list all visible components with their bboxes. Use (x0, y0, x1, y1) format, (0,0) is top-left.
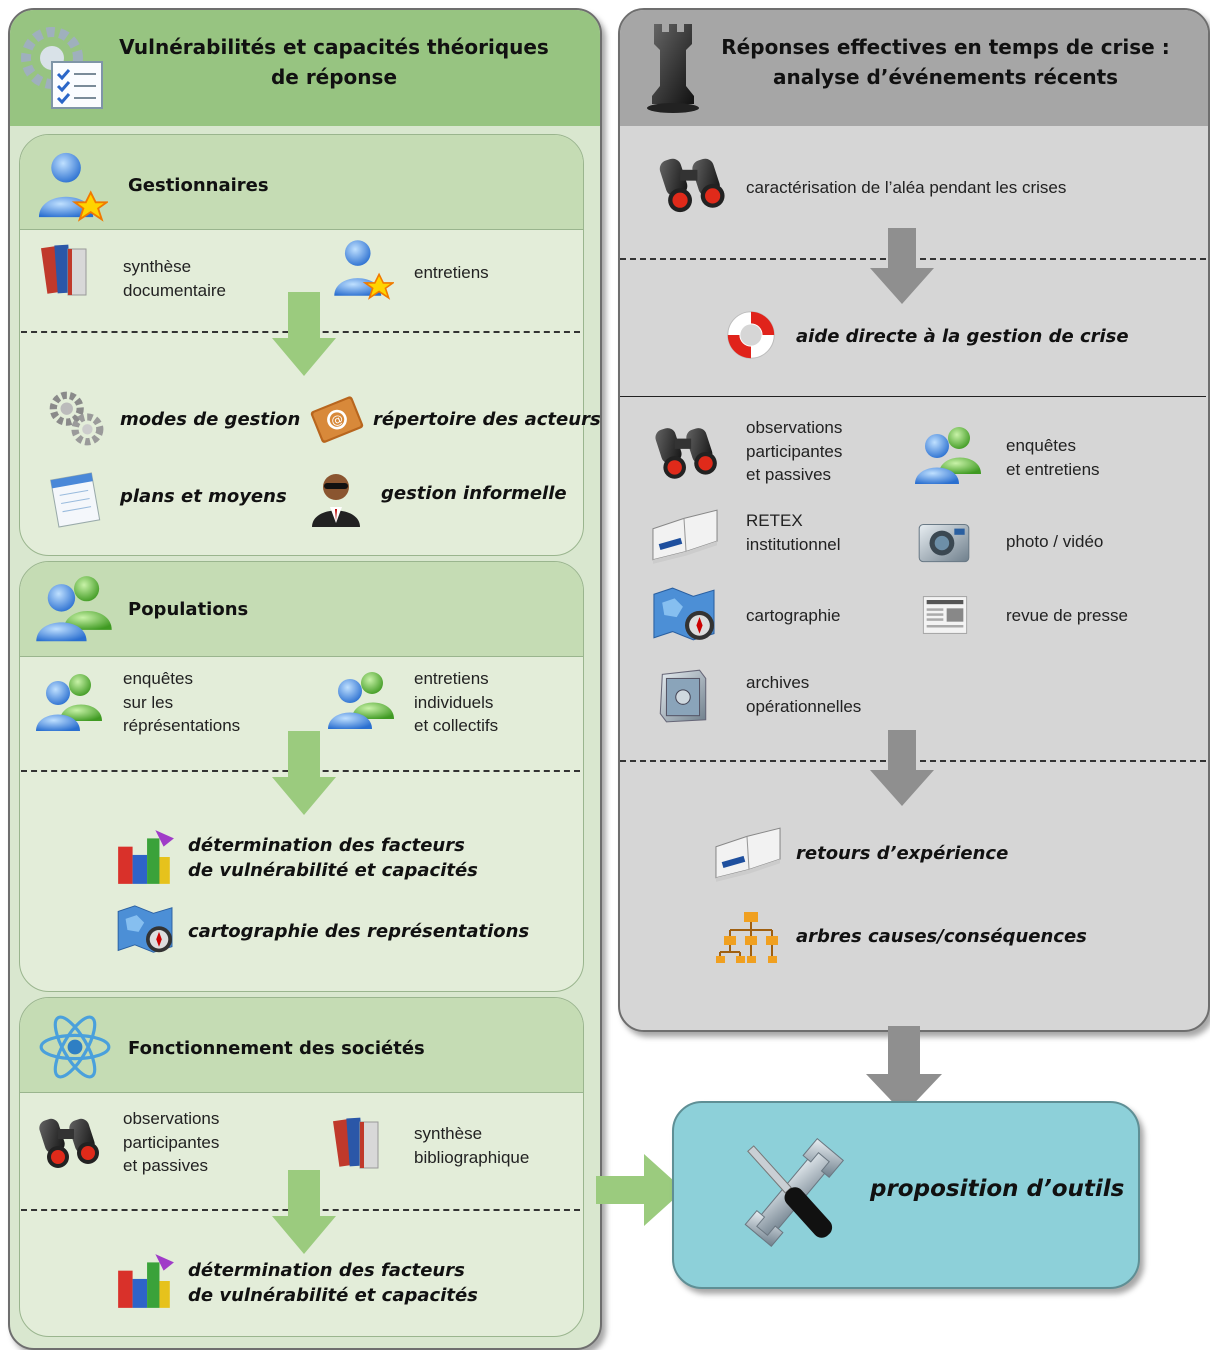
populations-source-1: enquêtes sur les réprésentations (123, 669, 241, 735)
right-panel-title: Réponses effectives en temps de crise : … (721, 35, 1170, 89)
right-source-7: archives opérationnelles (746, 673, 862, 716)
right-source-4: photo / vidéo (1006, 532, 1104, 551)
right-source-6: revue de presse (1006, 606, 1128, 625)
right-source-3: RETEX institutionnel (746, 511, 841, 554)
gestionnaires-output-3: plans et moyens (120, 486, 287, 507)
populations-title: Populations (128, 599, 249, 620)
books-icon (38, 238, 98, 300)
crisis-support-output: aide directe à la gestion de crise (796, 326, 1129, 347)
gestionnaires-title: Gestionnaires (128, 175, 269, 196)
right-arrow-to-result-icon (596, 1154, 684, 1226)
down-arrow-to-result-icon (866, 1026, 942, 1114)
down-arrow-icon (272, 1170, 336, 1254)
bar-chart-icon (112, 826, 178, 888)
down-arrow-icon (272, 731, 336, 815)
hazard-characterization-text: caractérisation de l’aléa pendant les cr… (746, 178, 1067, 197)
users-group-icon (910, 424, 986, 484)
populations-output-2: cartographie des représentations (188, 921, 530, 942)
bar-chart-icon (112, 1250, 178, 1312)
left-panel-header (10, 10, 600, 126)
lifebuoy-icon (722, 306, 780, 364)
populations-output-1: détermination des facteurs de vulnérabil… (188, 835, 478, 881)
gestionnaires-source-2: entretiens (414, 263, 489, 282)
right-source-1: observations participantes et passives (746, 418, 843, 484)
societes-output-1: détermination des facteurs de vulnérabil… (188, 1260, 478, 1306)
gestionnaires-output-4: gestion informelle (381, 483, 567, 504)
man-in-suit-icon (306, 466, 366, 528)
result-label: proposition d’outils (870, 1176, 1125, 1202)
gestionnaires-source-1: synthèse documentaire (123, 257, 227, 300)
user-star-icon (330, 236, 394, 300)
address-book-icon (304, 388, 368, 452)
users-group-icon (326, 666, 396, 732)
right-output-2: arbres causes/conséquences (796, 926, 1087, 947)
wrench-screwdriver-icon (744, 1137, 845, 1247)
map-compass-icon (116, 904, 176, 956)
gears-icon (44, 388, 106, 450)
camera-icon (912, 510, 976, 572)
user-star-icon (34, 148, 108, 222)
right-output-1: retours d’expérience (796, 843, 1009, 864)
safe-icon (652, 664, 714, 726)
gestionnaires-header (20, 135, 583, 230)
binoculars-icon (34, 1112, 104, 1174)
atom-icon (38, 1010, 112, 1084)
societes-section (19, 997, 584, 1337)
populations-source-2: entretiens individuels et collectifs (414, 669, 499, 735)
result-box (672, 1101, 1140, 1289)
open-book-icon (710, 824, 786, 886)
gestionnaires-output-1: modes de gestion (120, 409, 301, 430)
societes-source-1: observations participantes et passives (123, 1109, 220, 1175)
org-tree-icon (716, 910, 786, 970)
societes-source-2: synthèse bibliographique (414, 1124, 530, 1167)
down-arrow-icon (870, 228, 934, 304)
section-separator (620, 396, 1206, 397)
right-source-2: enquêtes et entretiens (1006, 436, 1100, 479)
gear-checklist-icon (21, 27, 103, 109)
binoculars-icon (650, 420, 722, 486)
binoculars-icon (654, 152, 730, 218)
users-group-icon (34, 668, 104, 734)
down-arrow-icon (272, 292, 336, 376)
down-arrow-icon (870, 730, 934, 806)
right-panel-header (620, 10, 1208, 126)
users-group-icon (34, 570, 114, 644)
right-source-5: cartographie (746, 606, 841, 625)
open-book-icon (648, 506, 722, 568)
societes-header (20, 998, 583, 1093)
notepad-icon (44, 468, 106, 530)
newspaper-icon (910, 590, 980, 640)
chess-rook-icon (647, 24, 699, 113)
populations-header (20, 562, 583, 657)
books-icon (330, 1110, 390, 1174)
left-panel-title: Vulnérabilités et capacités théoriques d… (119, 35, 549, 89)
map-compass-icon (650, 586, 720, 644)
societes-title: Fonctionnement des sociétés (128, 1038, 425, 1059)
gestionnaires-output-2: répertoire des acteurs (373, 409, 601, 430)
